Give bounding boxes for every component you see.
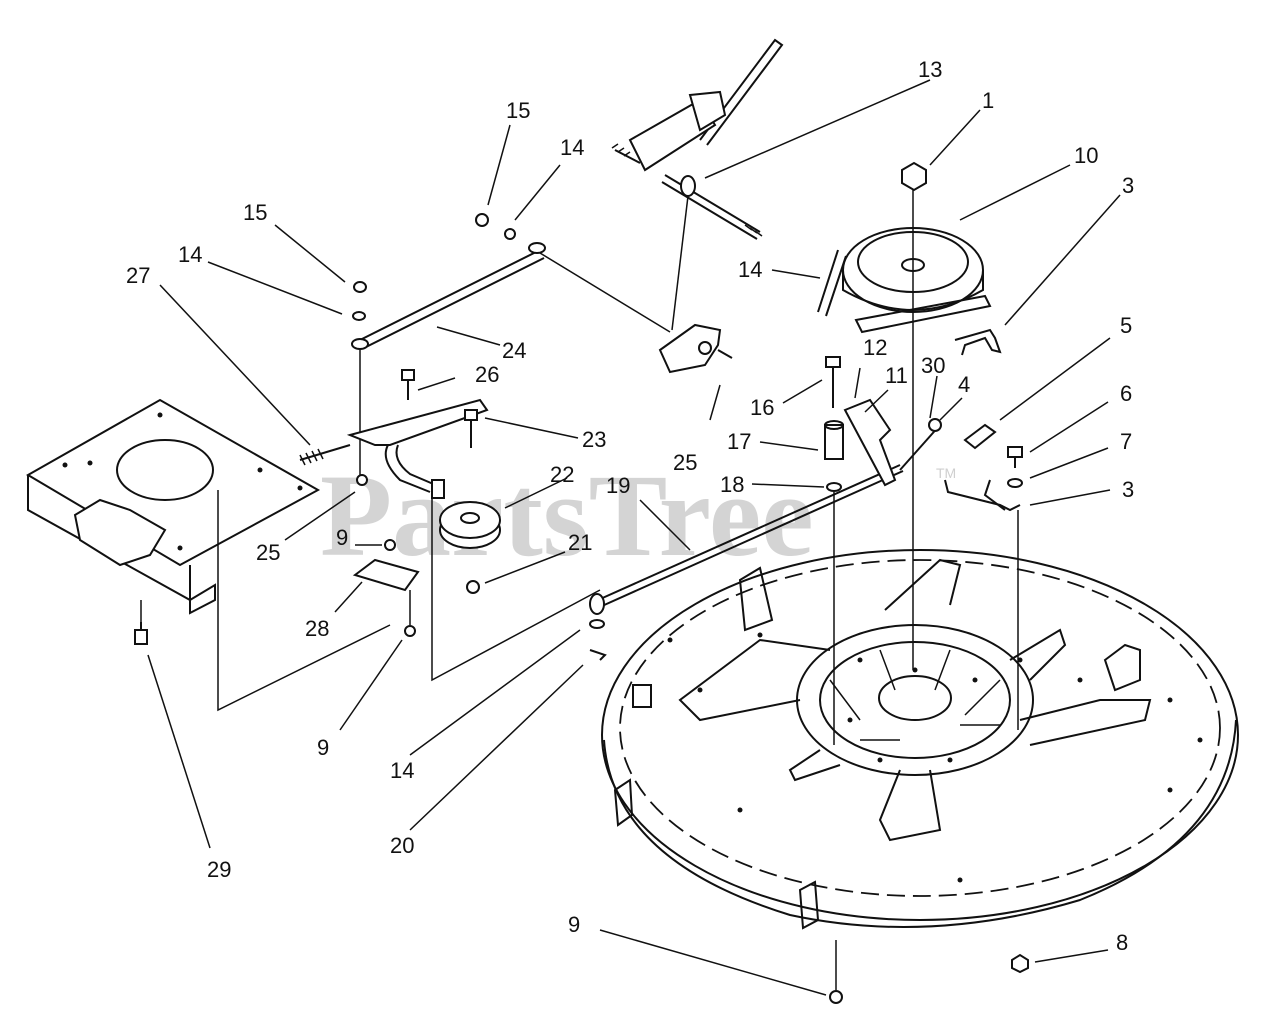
watermark-text: PartsTree [320,450,814,581]
leader-lines [147,79,1121,996]
callout-label: 10 [1074,143,1098,168]
watermark-trademark: TM [936,465,956,481]
callout-label: 6 [1120,381,1132,406]
callout-label: 1 [982,88,994,113]
callout-labels: 1 10 3 3 4 5 6 7 8 9 9 9 11 12 13 14 14 … [126,57,1134,955]
callout-label: 14 [560,135,584,160]
callout-label: 13 [918,57,942,82]
engagement-cable [589,464,904,661]
callout-label: 15 [506,98,530,123]
callout-label: 30 [921,353,945,378]
callout-label: 17 [727,429,751,454]
callout-label: 25 [256,540,280,565]
callout-label: 5 [1120,313,1132,338]
callout-label: 11 [885,363,908,388]
callout-label: 3 [1122,173,1134,198]
callout-label: 14 [178,242,202,267]
spindle-pulley [817,161,992,670]
callout-label: 23 [582,427,606,452]
callout-label: 9 [336,525,348,550]
mounting-bracket [26,398,601,712]
callout-label: 24 [502,338,526,363]
callout-label: 26 [475,362,499,387]
callout-label: 14 [738,257,762,282]
idler-bracket-upper [658,323,722,374]
right-hardware [824,356,1029,1004]
callout-label: 29 [207,857,231,882]
callout-label: 8 [1116,930,1128,955]
callout-label: 9 [568,912,580,937]
link-rod [359,213,671,349]
callout-label: 14 [390,758,414,783]
callout-label: 19 [606,473,630,498]
idler-arm [299,281,501,637]
callout-label: 28 [305,616,329,641]
callout-label: 16 [750,395,774,420]
mower-deck [601,549,1239,930]
callout-label: 27 [126,263,150,288]
callout-label: 20 [390,833,414,858]
callout-label: 9 [317,735,329,760]
callout-label: 25 [673,450,697,475]
belt-keeper-upper [954,328,1002,356]
callout-label: 21 [568,530,592,555]
bracket-nut [698,341,712,355]
engagement-rod [611,38,784,331]
callout-label: 3 [1122,477,1134,502]
callout-label: 12 [863,335,887,360]
callout-label: 18 [720,472,744,497]
callout-label: 4 [958,372,970,397]
callout-label: 15 [243,200,267,225]
callout-label: 22 [550,462,574,487]
callout-label: 7 [1120,429,1132,454]
